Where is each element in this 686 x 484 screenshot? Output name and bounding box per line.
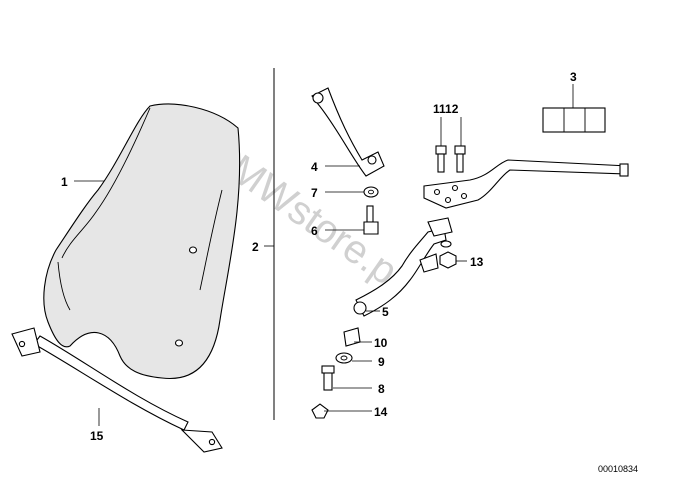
callout-9: 9 [378,355,385,369]
stud-6 [363,205,379,235]
callout-8: 8 [378,382,385,396]
washer-9 [335,352,353,364]
callout-13: 13 [470,255,484,269]
screw-8 [321,365,335,391]
mounting-strut-part [11,327,223,453]
callout-4: 4 [311,160,318,174]
callout-10: 10 [374,336,388,350]
lower-bracket-part [353,217,453,317]
callout-14: 14 [374,405,388,419]
nut-13 [439,240,457,269]
callout-2: 2 [252,240,259,254]
screw-12 [454,145,466,173]
screw-11 [435,145,447,173]
handlebar-part [423,159,629,209]
callout-6: 6 [311,224,318,238]
callout-7: 7 [311,186,318,200]
part-3-box [542,107,606,133]
callout-5: 5 [382,305,389,319]
upper-bracket-part [311,87,385,177]
callout-3: 3 [570,70,577,84]
callout-15: 15 [90,429,104,443]
callout-11-12: 1112 [433,102,459,116]
bush-10 [343,327,361,347]
windshield-part [43,103,241,380]
cap-14 [311,403,329,419]
washer-7 [363,186,379,198]
drawing-number: 00010834 [598,464,638,474]
callout-1: 1 [61,175,68,189]
